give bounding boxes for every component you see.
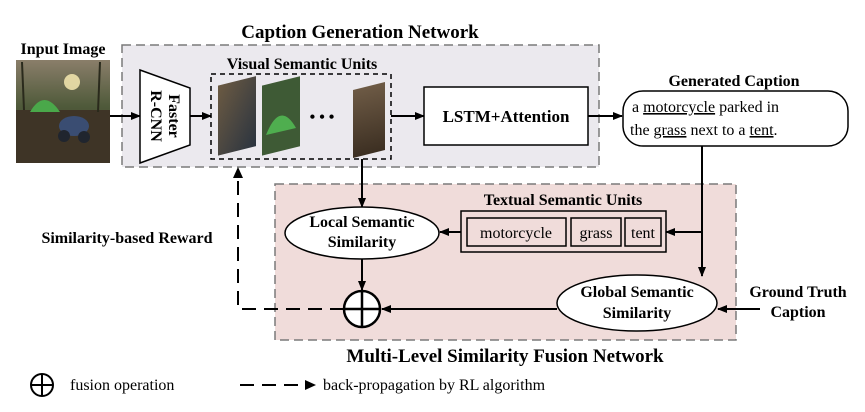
visual-units-box — [210, 73, 392, 160]
visual-unit-thumbnail — [262, 76, 300, 156]
textual-unit-chip — [570, 217, 622, 247]
legend-fusion-icon — [30, 373, 54, 397]
faster-rcnn-label-line1: Faster — [165, 94, 182, 138]
textual-unit-label: motorcycle — [480, 225, 552, 242]
visual-unit-thumbnail — [218, 76, 256, 156]
faster-rcnn-label-line2: R-CNN — [147, 90, 164, 142]
input-image-label: Input Image — [21, 41, 106, 58]
visual-units-title: Visual Semantic Units — [227, 56, 378, 73]
generated-caption-line2: the grass next to a tent. — [630, 122, 778, 139]
textual-unit-chip — [466, 217, 567, 247]
legend-fusion-label: fusion operation — [70, 377, 174, 394]
legend-backprop-arrowhead — [305, 380, 316, 390]
global-similarity-label-line2: Similarity — [603, 305, 671, 322]
fusion-network-title: Multi-Level Similarity Fusion Network — [346, 346, 664, 367]
textual-unit-label: tent — [631, 225, 656, 242]
fusion-operator-icon — [342, 289, 382, 329]
local-similarity-label-line1: Local Semantic — [309, 214, 414, 231]
ground-truth-label-line2: Caption — [770, 304, 825, 321]
generated-caption-line1: a motorcycle parked in — [632, 99, 779, 116]
legend-backprop-label: back-propagation by RL algorithm — [323, 377, 546, 394]
generated-caption-box — [622, 90, 849, 147]
visual-units-ellipsis: • • • — [310, 109, 335, 126]
textual-unit-chip — [624, 217, 662, 247]
caption-network-title: Caption Generation Network — [241, 22, 479, 43]
textual-units-title: Textual Semantic Units — [484, 192, 643, 209]
reward-backprop-path — [237, 177, 344, 310]
lstm-attention-block — [423, 86, 589, 146]
reward-label: Similarity-based Reward — [41, 230, 212, 247]
faster-rcnn-block — [139, 68, 191, 165]
reward-arrowhead — [233, 167, 243, 178]
visual-unit-thumbnail — [353, 82, 385, 158]
generated-caption-title: Generated Caption — [668, 73, 799, 90]
local-similarity-label-line2: Similarity — [328, 234, 396, 251]
lstm-attention-label: LSTM+Attention — [443, 107, 570, 126]
global-similarity-label-line1: Global Semantic — [580, 284, 693, 301]
global-similarity-node — [556, 274, 718, 332]
textual-unit-label: grass — [580, 225, 613, 242]
ground-truth-label-line1: Ground Truth — [749, 284, 846, 301]
input-image — [16, 60, 110, 163]
